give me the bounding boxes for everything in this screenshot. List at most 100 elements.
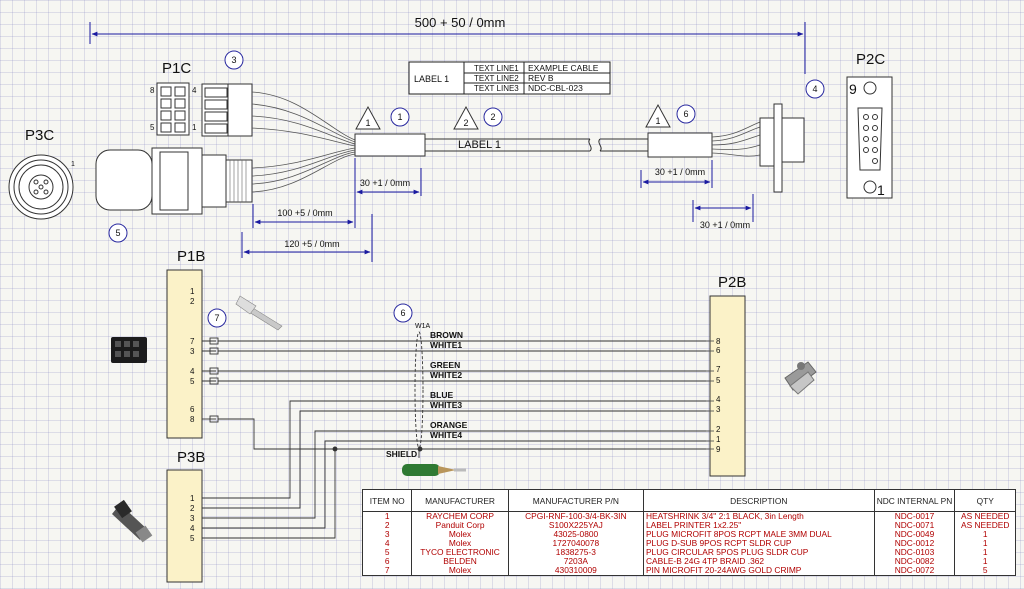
bom-header-manufacturer: MANUFACTURER — [411, 489, 509, 512]
dim-p2c-boot: 30 +1 / 0mm — [655, 167, 705, 177]
wire-brown: BROWN — [430, 330, 463, 340]
p1c-connector: P1C 8 4 5 1 — [150, 60, 356, 147]
label-value-2: REV B — [528, 73, 554, 83]
callout-5: 5 — [115, 228, 120, 238]
bom-cell: RAYCHEM CORP — [411, 511, 509, 521]
bom-cell: LABEL PRINTER 1x2.25" — [642, 521, 875, 530]
p2c-pin-9: 9 — [849, 81, 857, 97]
p1c-pin-8: 8 — [150, 86, 155, 95]
dim-p1-boot: 30 +1 / 0mm — [360, 178, 410, 188]
p2b-pin-3: 3 — [716, 405, 721, 414]
bom-cell: Molex — [411, 530, 509, 539]
bom-header-row: ITEM NO MANUFACTURER MANUFACTURER P/N DE… — [361, 489, 1016, 512]
p3b-block: P3B 1 2 3 4 5 — [166, 449, 205, 583]
bom-cell: AS NEEDED — [954, 521, 1016, 530]
main-cable: LABEL 1 — [354, 121, 761, 158]
p1b-pin-3: 3 — [190, 347, 195, 356]
bom-cell: BELDEN — [411, 557, 509, 566]
p2b-pin-2: 2 — [716, 425, 721, 434]
table-row: 6 BELDEN 7203A CABLE-B 24G 4TP BRAID .36… — [361, 557, 1016, 566]
p3b-pin-4: 4 — [190, 524, 195, 533]
bom-cell: NDC-0082 — [873, 557, 956, 566]
table-row: 4 Molex 1727040078 PLUG D-SUB 9POS RCPT … — [361, 539, 1016, 548]
p1b-block: P1B 1 2 7 3 4 5 6 8 — [166, 248, 205, 439]
dim-p1c-breakout: 100 +5 / 0mm — [277, 208, 332, 218]
bom-cell: Molex — [411, 539, 509, 548]
callout-6b: 6 — [400, 308, 405, 318]
bom-cell: Molex — [411, 566, 509, 576]
bom-cell: NDC-0103 — [873, 548, 956, 557]
p3b-pin-1: 1 — [190, 494, 195, 503]
bom-cell: NDC-0017 — [873, 511, 956, 521]
schematic-wires — [202, 331, 714, 539]
callout-1: 1 — [397, 112, 402, 122]
callout-2: 2 — [490, 112, 495, 122]
bom-cell: AS NEEDED — [954, 511, 1016, 521]
p1b-pin-1: 1 — [190, 287, 195, 296]
bom-cell: Panduit Corp — [411, 521, 509, 530]
p1c-pin-5: 5 — [150, 123, 155, 132]
bom-cell: 7 — [361, 566, 413, 576]
label-block: LABEL 1 TEXT LINE1 TEXT LINE2 TEXT LINE3… — [408, 61, 611, 95]
wire-labels: BROWN WHITE1 GREEN WHITE2 BLUE WHITE3 OR… — [386, 330, 468, 459]
p2b-block: P2B 8 6 7 5 4 3 2 1 9 — [709, 274, 746, 477]
p3c-connector: P3C 1 — [8, 127, 356, 220]
callout-numbers: 1 2 3 4 5 6 6 7 — [115, 55, 817, 323]
bom-cell: NDC-0012 — [873, 539, 956, 548]
p2b-pin-6: 6 — [716, 346, 721, 355]
p1c-pin-1: 1 — [192, 123, 197, 132]
wire-orange: ORANGE — [430, 420, 468, 430]
p1b-pin-8: 8 — [190, 415, 195, 424]
bom-cell: HEATSHRINK 3/4" 2:1 BLACK, 3in Length — [642, 511, 875, 521]
dim-p3c-breakout: 120 +5 / 0mm — [284, 239, 339, 249]
bom-header-mfr-pn: MANUFACTURER P/N — [507, 489, 644, 512]
bom-cell: PLUG D-SUB 9POS RCPT SLDR CUP — [642, 539, 875, 548]
molex-housing-image — [111, 337, 147, 363]
bom-cell: 2 — [361, 521, 413, 530]
bom-cell: PLUG CIRCULAR 5POS PLUG SLDR CUP — [642, 548, 875, 557]
bom-cell: 1 — [954, 557, 1016, 566]
bom-cell: 5 — [361, 548, 413, 557]
wire-green: GREEN — [430, 360, 460, 370]
overall-dimension: 500 + 50 / 0mm — [89, 15, 806, 74]
bom-cell: 1727040078 — [507, 539, 644, 548]
bom-cell: CPGI-RNF-100-3/4-BK-3IN — [507, 511, 644, 521]
cable-id-label: W1A — [415, 323, 431, 330]
p3b-pin-2: 2 — [190, 504, 195, 513]
label-value-3: NDC-CBL-023 — [528, 83, 583, 93]
label-key-2: TEXT LINE2 — [474, 74, 519, 83]
bom-cell: 43025-0800 — [507, 530, 644, 539]
table-row: 5 TYCO ELECTRONIC 1838275-3 PLUG CIRCULA… — [361, 548, 1016, 557]
bom-cell: 4 — [361, 539, 413, 548]
p3c-title: P3C — [25, 127, 54, 144]
cable-label-text: LABEL 1 — [458, 139, 501, 151]
callout-3: 3 — [231, 55, 236, 65]
p2b-pin-4: 4 — [716, 395, 721, 404]
bom-header-ndc-pn: NDC INTERNAL PN — [873, 489, 956, 512]
p2c-connector: P2C 9 1 — [759, 51, 893, 199]
circular-plug-image — [112, 499, 153, 543]
p2b-pin-8: 8 — [716, 337, 721, 346]
callout-6a: 6 — [683, 109, 688, 119]
dsub-image — [784, 361, 817, 395]
note-1: 1 — [365, 118, 370, 128]
label-value-1: EXAMPLE CABLE — [528, 63, 599, 73]
table-row: 2 Panduit Corp S100X225YAJ LABEL PRINTER… — [361, 521, 1016, 530]
p1b-pin-6: 6 — [190, 405, 195, 414]
p1c-title: P1C — [162, 60, 191, 77]
bom-cell: PLUG MICROFIT 8POS RCPT MALE 3MM DUAL — [642, 530, 875, 539]
sub-dimensions: 30 +1 / 0mm 100 +5 / 0mm 120 +5 / 0mm 30… — [241, 158, 754, 262]
shield-label: SHIELD — [386, 449, 417, 459]
callout-7: 7 — [214, 313, 219, 323]
bom-cell: NDC-0071 — [873, 521, 956, 530]
overall-dimension-text: 500 + 50 / 0mm — [415, 15, 506, 30]
label-key-3: TEXT LINE3 — [474, 84, 519, 93]
wire-white4: WHITE4 — [430, 430, 462, 440]
note-3: 1 — [655, 116, 660, 126]
table-row: 1 RAYCHEM CORP CPGI-RNF-100-3/4-BK-3IN H… — [361, 511, 1016, 521]
bom-table: ITEM NO MANUFACTURER MANUFACTURER P/N DE… — [361, 489, 1016, 576]
p1b-pin-5: 5 — [190, 377, 195, 386]
p2b-pin-5: 5 — [716, 376, 721, 385]
p3b-title: P3B — [177, 449, 205, 466]
